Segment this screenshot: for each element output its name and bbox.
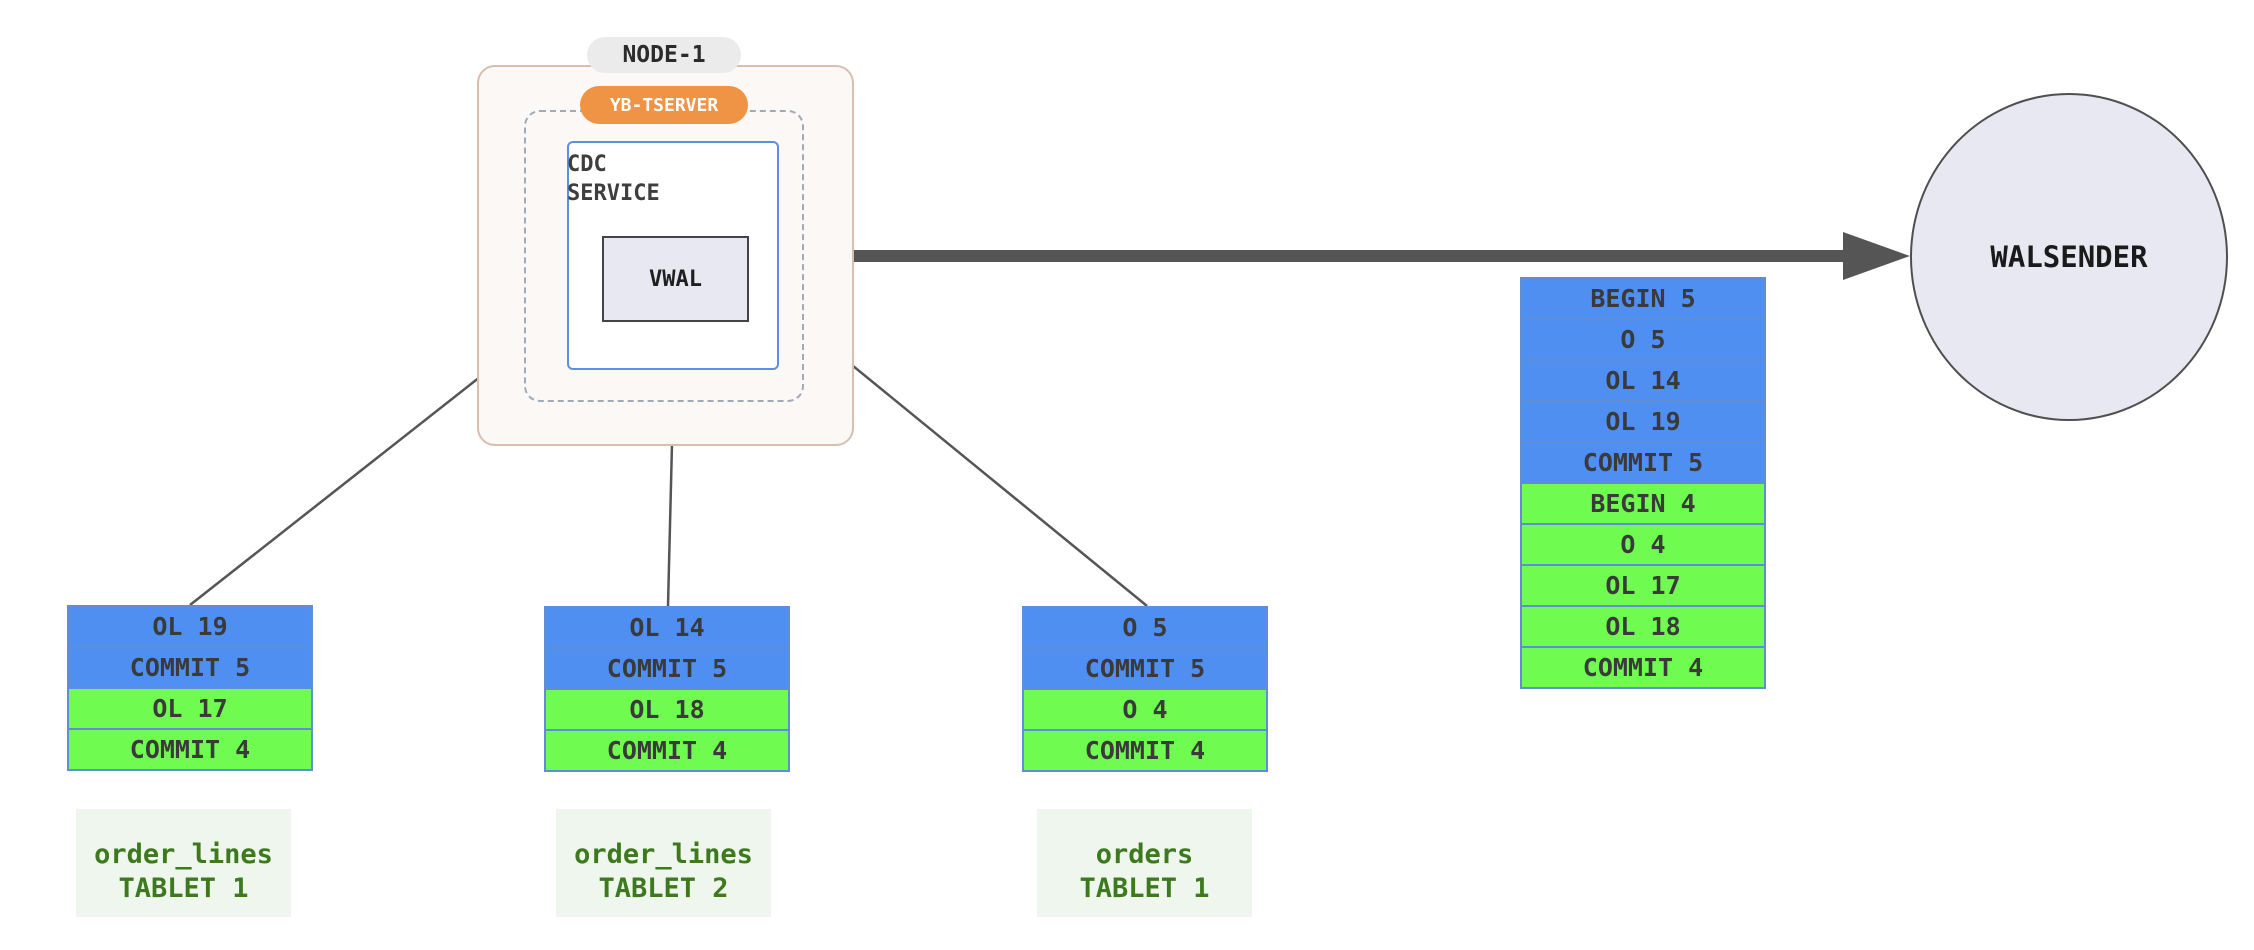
tablet-3-entry: O 5 xyxy=(1022,606,1268,649)
tablet-1-entry-stack: OL 19 COMMIT 5 OL 17 COMMIT 4 xyxy=(67,605,313,771)
tablet-3-label: orders TABLET 1 xyxy=(1037,809,1252,917)
vwal-box: VWAL xyxy=(602,236,749,322)
tablet-2-entry: OL 18 xyxy=(544,688,790,731)
walsender-arrowhead xyxy=(1843,232,1910,280)
tablet-2-entry: COMMIT 4 xyxy=(544,729,790,772)
stream-entry: O 4 xyxy=(1520,523,1766,566)
walsender-node: WALSENDER xyxy=(1910,93,2228,421)
tserver-badge: YB-TSERVER xyxy=(580,86,748,124)
tablet-1-entry: OL 19 xyxy=(67,605,313,648)
stream-entry: O 5 xyxy=(1520,318,1766,361)
stream-entry: COMMIT 5 xyxy=(1520,441,1766,484)
tablet-1-entry: COMMIT 5 xyxy=(67,646,313,689)
tablet-3-entry: O 4 xyxy=(1022,688,1268,731)
tablet-2-entry: OL 14 xyxy=(544,606,790,649)
cdc-service-label: CDC SERVICE xyxy=(567,152,660,206)
stream-entry: OL 18 xyxy=(1520,605,1766,648)
tablet-1-label: order_lines TABLET 1 xyxy=(76,809,291,917)
tablet-1-entry: OL 17 xyxy=(67,687,313,730)
tablet-2-entry: COMMIT 5 xyxy=(544,647,790,690)
stream-entry: OL 19 xyxy=(1520,400,1766,443)
stream-entry: COMMIT 4 xyxy=(1520,646,1766,689)
tablet-2-entry-stack: OL 14 COMMIT 5 OL 18 COMMIT 4 xyxy=(544,606,790,772)
stream-entry: BEGIN 4 xyxy=(1520,482,1766,525)
stream-entry: OL 14 xyxy=(1520,359,1766,402)
stream-entry: BEGIN 5 xyxy=(1520,277,1766,320)
tablet-3-entry-stack: O 5 COMMIT 5 O 4 COMMIT 4 xyxy=(1022,606,1268,772)
node-label: NODE-1 xyxy=(587,37,741,73)
stream-entry: OL 17 xyxy=(1520,564,1766,607)
walsender-stream-stack: BEGIN 5 O 5 OL 14 OL 19 COMMIT 5 BEGIN 4… xyxy=(1520,277,1766,689)
tablet-3-entry: COMMIT 4 xyxy=(1022,729,1268,772)
tablet-1-entry: COMMIT 4 xyxy=(67,728,313,771)
tablet-3-entry: COMMIT 5 xyxy=(1022,647,1268,690)
tablet-2-label: order_lines TABLET 2 xyxy=(556,809,771,917)
